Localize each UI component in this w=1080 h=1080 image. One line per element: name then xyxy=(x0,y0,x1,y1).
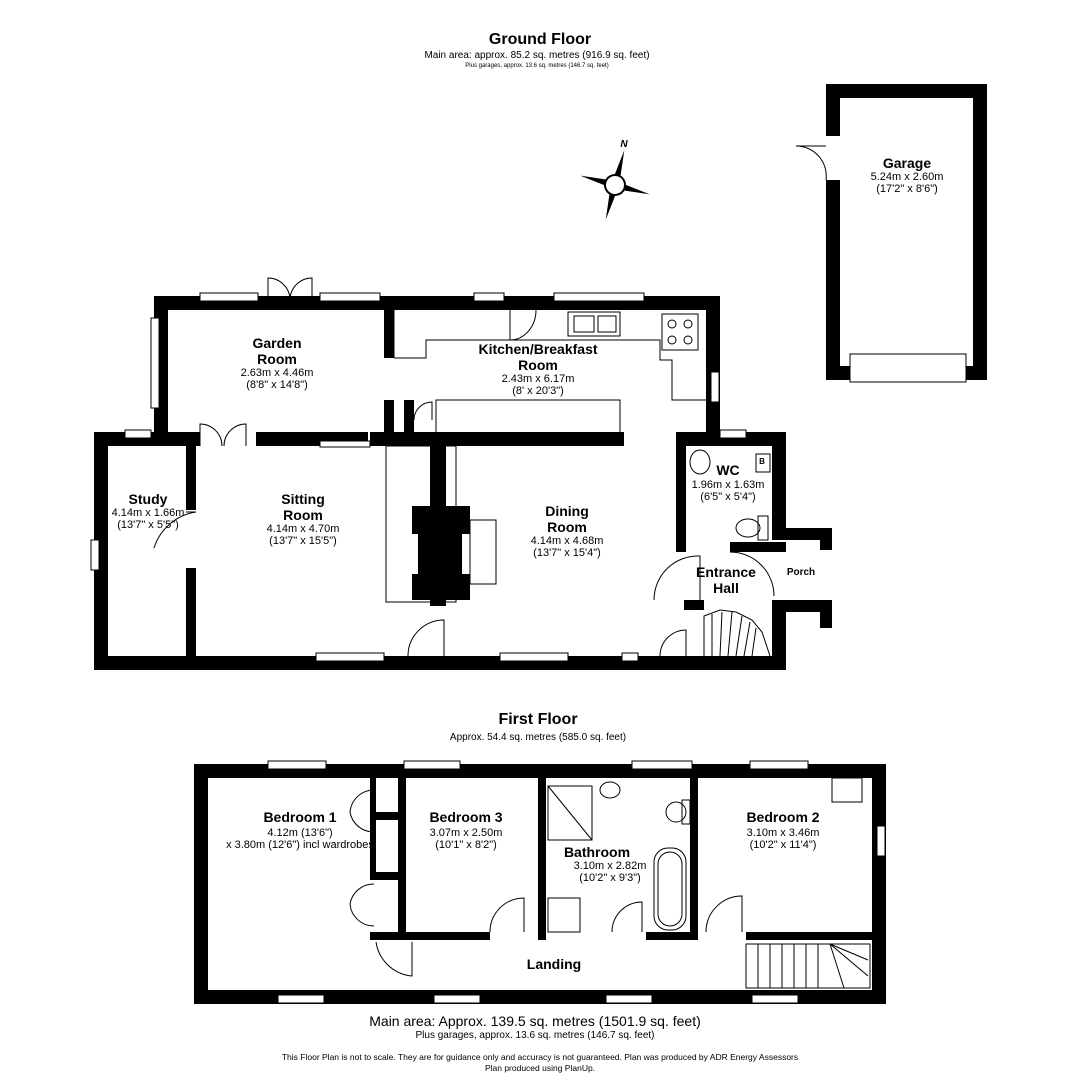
footer-produced: Plan produced using PlanUp. xyxy=(484,1063,596,1073)
sitting-room-label-2: Room xyxy=(283,507,323,523)
ground-floor-plus-garages: Plus garages, approx. 13.6 sq. metres (1… xyxy=(465,63,609,69)
bedroom3-dim-ft: (10'1" x 8'2") xyxy=(435,839,497,851)
compass-north-label: N xyxy=(620,139,628,150)
ground-floor-main-area: Main area: approx. 85.2 sq. metres (916.… xyxy=(424,50,650,61)
bedroom2-label: Bedroom 2 xyxy=(746,809,820,825)
wc-label: WC xyxy=(716,462,740,478)
dining-room-dim-ft: (13'7" x 15'4") xyxy=(533,547,601,559)
kitchen-label-2: Room xyxy=(518,357,558,373)
kitchen-dim-m: 2.43m x 6.17m xyxy=(501,373,575,385)
bedroom1-label: Bedroom 1 xyxy=(263,809,337,825)
first-floor-fittings xyxy=(349,777,871,989)
study-dim-m: 4.14m x 1.66m xyxy=(111,507,185,519)
footer-plus-garages: Plus garages, approx. 13.6 sq. metres (1… xyxy=(415,1030,655,1041)
entrance-hall-label-2: Hall xyxy=(713,580,739,596)
porch-label: Porch xyxy=(786,567,816,578)
ground-floor-windows xyxy=(90,292,967,662)
study-label: Study xyxy=(128,491,168,507)
bathroom-label: Bathroom xyxy=(563,844,631,860)
first-floor-area: Approx. 54.4 sq. metres (585.0 sq. feet) xyxy=(449,732,627,743)
kitchen-label-1: Kitchen/Breakfast xyxy=(478,341,598,357)
garden-room-dim-m: 2.63m x 4.46m xyxy=(240,367,314,379)
boiler-label: B xyxy=(759,457,765,466)
first-floor-windows xyxy=(267,760,886,1004)
dining-room-label-2: Room xyxy=(547,519,587,535)
garage-label: Garage xyxy=(882,155,932,171)
compass-icon xyxy=(580,150,650,220)
footer-main-area: Main area: Approx. 139.5 sq. metres (150… xyxy=(369,1013,701,1029)
bathroom-dim-ft: (10'2" x 9'3") xyxy=(579,872,641,884)
garage-dim-m: 5.24m x 2.60m xyxy=(870,171,944,183)
wc-dim-m: 1.96m x 1.63m xyxy=(691,479,765,491)
sitting-room-label-1: Sitting xyxy=(281,491,325,507)
bathroom-dim-m: 3.10m x 2.82m xyxy=(573,860,647,872)
garden-room-label-1: Garden xyxy=(252,335,302,351)
bedroom2-dim-ft: (10'2" x 11'4") xyxy=(749,839,817,851)
sitting-room-dim-m: 4.14m x 4.70m xyxy=(266,523,340,535)
ground-floor-title: Ground Floor xyxy=(488,31,592,48)
kitchen-dim-ft: (8' x 20'3") xyxy=(512,385,564,397)
sitting-room-dim-ft: (13'7" x 15'5") xyxy=(269,535,337,547)
garage-dim-ft: (17'2" x 8'6") xyxy=(876,183,938,195)
first-floor-title: First Floor xyxy=(498,711,578,728)
bedroom1-dim-1: 4.12m (13'6") xyxy=(267,827,333,839)
study-dim-ft: (13'7" x 5'5") xyxy=(117,519,179,531)
landing-label: Landing xyxy=(526,956,582,972)
garden-room-dim-ft: (8'8" x 14'8") xyxy=(246,379,308,391)
footer-disclaimer: This Floor Plan is not to scale. They ar… xyxy=(281,1052,799,1062)
bedroom3-label: Bedroom 3 xyxy=(429,809,503,825)
dining-room-dim-m: 4.14m x 4.68m xyxy=(530,535,604,547)
first-floor-walls xyxy=(194,764,886,1004)
dining-room-label-1: Dining xyxy=(545,503,589,519)
bedroom3-dim-m: 3.07m x 2.50m xyxy=(429,827,503,839)
garden-room-label-2: Room xyxy=(257,351,297,367)
bedroom1-dim-2: x 3.80m (12'6") incl wardrobes xyxy=(226,839,374,851)
bedroom2-dim-m: 3.10m x 3.46m xyxy=(746,827,820,839)
wc-dim-ft: (6'5" x 5'4") xyxy=(700,491,756,503)
ground-floor-fittings xyxy=(153,145,827,657)
entrance-hall-label-1: Entrance xyxy=(696,564,756,580)
